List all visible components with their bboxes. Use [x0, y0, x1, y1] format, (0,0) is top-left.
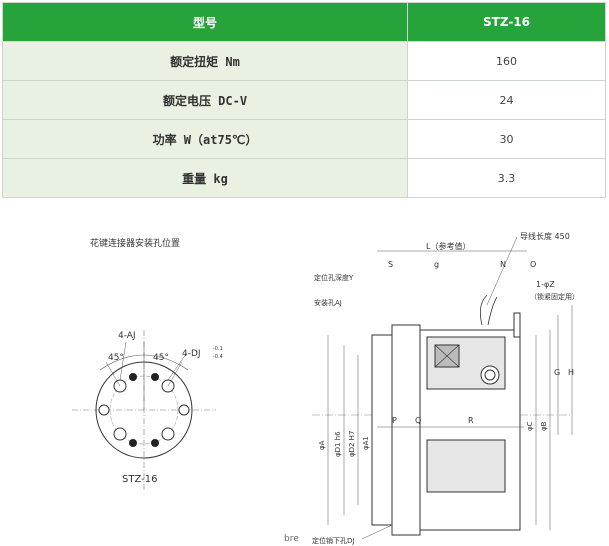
- coil-housing: [426, 439, 506, 493]
- row-label: 重量 kg: [2, 158, 408, 198]
- bre-text: bre: [284, 534, 299, 544]
- mount-hole: [98, 404, 110, 416]
- dim-phiD2: φD2 H7: [348, 431, 356, 457]
- row-value: 3.3: [407, 158, 606, 198]
- dim-phiA: φA: [318, 440, 326, 450]
- label-lock: （锁紧固定用）: [530, 292, 579, 301]
- angle-label-left: 45°: [108, 353, 124, 363]
- label-4dj: 4-DJ: [182, 349, 201, 359]
- left-diagram: 花键连接器安装孔位置 45° 45° 4-AJ 4-DJ -0.1 -0.4 S…: [72, 237, 223, 490]
- angle-label-right: 45°: [153, 353, 169, 363]
- table-row: 重量 kg 3.3: [2, 158, 606, 198]
- dowel-hole: [151, 373, 159, 381]
- dim-N: N: [500, 260, 506, 269]
- row-label: 额定电压 DC-V: [2, 80, 408, 120]
- label-bottom-hole: 定位销下孔DJ: [312, 536, 354, 545]
- row-value: 24: [407, 80, 606, 120]
- spec-table: 型号 STZ-16 额定扭矩 Nm 160 额定电压 DC-V 24 功率 W（…: [2, 2, 606, 198]
- dowel-hole: [151, 439, 159, 447]
- tolerance-plus: -0.1: [213, 346, 223, 352]
- dim-O: O: [530, 260, 536, 269]
- dim-Q: Q: [415, 416, 421, 425]
- dim-Z: 1-φZ: [536, 280, 555, 289]
- dim-S: S: [388, 260, 393, 269]
- right-diagram: L（参考值） 导线长度 450 S g N O 定位孔深度Y 安装孔AJ 1-φ…: [312, 231, 579, 545]
- table-row: 功率 W（at75℃） 30: [2, 119, 606, 159]
- wire-length: 导线长度 450: [520, 231, 570, 241]
- table-header-row: 型号 STZ-16: [2, 2, 606, 42]
- dowel-hole: [129, 439, 137, 447]
- dim-phiB: φB: [540, 421, 548, 431]
- table-row: 额定电压 DC-V 24: [2, 80, 606, 120]
- mount-hole: [113, 427, 127, 441]
- dim-phiD1: φD1 h6: [334, 431, 342, 457]
- flange-body: [391, 324, 421, 536]
- label-pos-hole: 定位孔深度Y: [314, 273, 354, 282]
- dim-L: L（参考值）: [426, 241, 470, 251]
- header-model-label: 型号: [2, 2, 408, 42]
- dim-R: R: [468, 416, 474, 425]
- row-label: 额定扭矩 Nm: [2, 41, 408, 81]
- model-label: STZ-16: [122, 474, 157, 485]
- mount-hole: [161, 427, 175, 441]
- dim-G: G: [554, 368, 560, 377]
- dim-phiA1: φA1: [362, 436, 370, 450]
- table-row: 额定扭矩 Nm 160: [2, 41, 606, 81]
- dim-P: P: [392, 416, 397, 425]
- header-model-value: STZ-16: [407, 2, 606, 42]
- label-install: 安装孔AJ: [314, 298, 342, 307]
- row-value: 160: [407, 41, 606, 81]
- tolerance-minus: -0.4: [213, 354, 223, 360]
- row-value: 30: [407, 119, 606, 159]
- dim-H: H: [568, 368, 574, 377]
- lock-tab: [513, 312, 521, 338]
- dim-phiC: φC: [526, 421, 534, 431]
- dim-g: g: [434, 260, 439, 269]
- mount-hole: [178, 404, 190, 416]
- label-4aj: 4-AJ: [118, 331, 136, 341]
- dowel-hole: [129, 373, 137, 381]
- left-diagram-title: 花键连接器安装孔位置: [90, 237, 180, 249]
- row-label: 功率 W（at75℃）: [2, 119, 408, 159]
